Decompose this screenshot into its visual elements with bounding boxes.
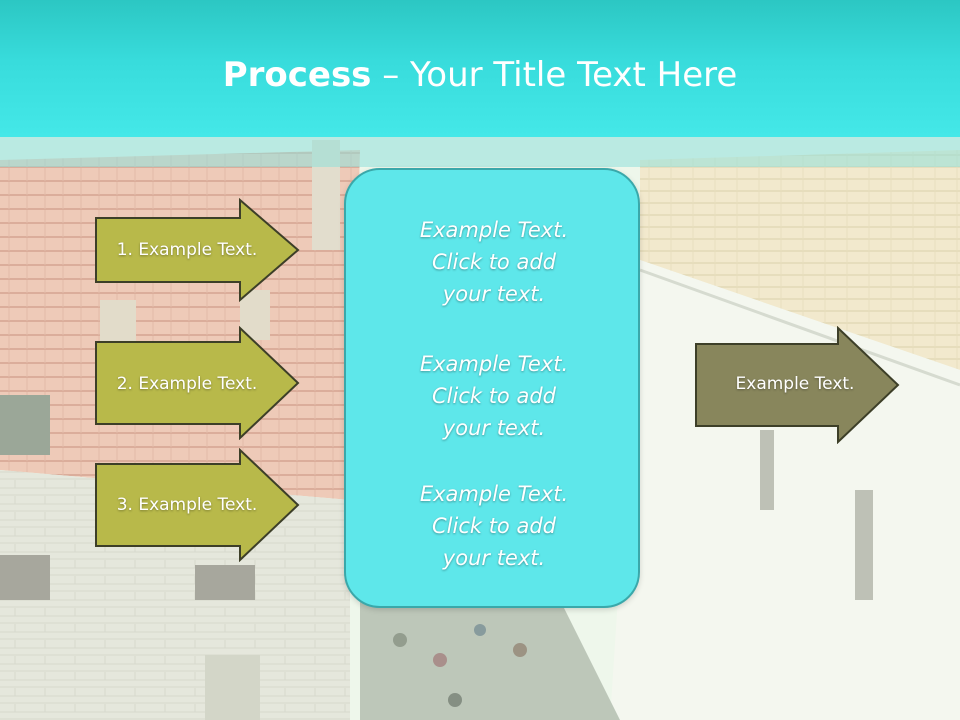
title-text: – Your Title Text Here <box>371 55 738 95</box>
paragraph-line: your text. <box>442 282 546 306</box>
center-paragraph-3[interactable]: Example Text. Click to add your text. <box>346 478 642 574</box>
paragraph-line: your text. <box>442 546 546 570</box>
center-paragraph-1[interactable]: Example Text. Click to add your text. <box>346 214 642 310</box>
paragraph-line: Click to add <box>431 250 556 274</box>
result-label: Example Text. <box>735 374 855 394</box>
center-paragraph-2[interactable]: Example Text. Click to add your text. <box>346 348 642 444</box>
paragraph-line: Example Text. <box>419 218 569 242</box>
step-label-3: 3. Example Text. <box>116 495 258 515</box>
result-arrow[interactable] <box>694 326 900 444</box>
step-label-1: 1. Example Text. <box>116 240 258 260</box>
title-bold: Process <box>222 55 372 95</box>
step-arrow-3[interactable] <box>94 448 300 562</box>
paragraph-line: Click to add <box>431 514 556 538</box>
paragraph-line: Example Text. <box>419 352 569 376</box>
page-title[interactable]: Process – Your Title Text Here <box>0 52 960 98</box>
step-arrow-2[interactable] <box>94 326 300 440</box>
paragraph-line: Click to add <box>431 384 556 408</box>
paragraph-line: your text. <box>442 416 546 440</box>
step-arrow-1[interactable] <box>94 198 300 302</box>
title-band <box>0 0 960 137</box>
step-label-2: 2. Example Text. <box>116 374 258 394</box>
paragraph-line: Example Text. <box>419 482 569 506</box>
center-text-box[interactable]: Example Text. Click to add your text. Ex… <box>344 168 640 608</box>
